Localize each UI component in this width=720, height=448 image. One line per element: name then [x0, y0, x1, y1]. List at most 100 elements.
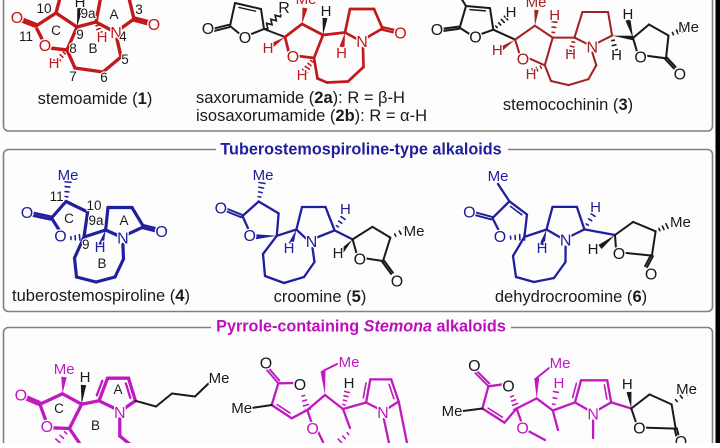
svg-text:H: H [590, 199, 601, 216]
svg-text:O: O [354, 251, 366, 268]
svg-text:C: C [54, 401, 64, 416]
svg-text:H: H [97, 29, 108, 46]
svg-text:O: O [21, 205, 33, 222]
svg-text:dehydrocroomine (6): dehydrocroomine (6) [495, 288, 647, 306]
svg-text:O: O [41, 419, 53, 436]
svg-text:H: H [553, 375, 564, 392]
svg-text:H: H [526, 66, 537, 83]
svg-text:Me: Me [442, 403, 463, 420]
svg-text:Me: Me [676, 381, 697, 398]
svg-text:O: O [468, 358, 480, 375]
svg-text:B: B [88, 41, 97, 56]
svg-text:tuberostemospiroline (4): tuberostemospiroline (4) [12, 287, 190, 305]
svg-text:O: O [463, 205, 475, 222]
svg-text:O: O [202, 21, 214, 38]
svg-text:N: N [356, 34, 368, 51]
svg-text:O: O [215, 201, 227, 218]
svg-text:H: H [297, 67, 308, 84]
svg-text:H: H [284, 240, 295, 257]
svg-text:H: H [49, 55, 60, 72]
svg-text:croomine (5): croomine (5) [274, 288, 367, 306]
svg-text:N: N [117, 231, 129, 248]
svg-text:H: H [321, 3, 332, 20]
svg-text:H: H [622, 376, 633, 393]
svg-text:O: O [11, 10, 23, 27]
svg-text:O: O [431, 22, 443, 39]
svg-text:O: O [155, 224, 167, 241]
svg-text:9a: 9a [80, 6, 96, 21]
svg-text:N: N [306, 234, 318, 251]
svg-text:O: O [39, 38, 51, 55]
svg-text:11: 11 [50, 189, 64, 204]
svg-text:Me: Me [209, 370, 230, 387]
svg-text:A: A [119, 213, 128, 228]
svg-text:6: 6 [100, 70, 108, 85]
svg-text:O: O [239, 30, 251, 47]
svg-text:O: O [15, 388, 27, 405]
svg-text:3: 3 [135, 2, 143, 17]
svg-text:Me: Me [526, 0, 547, 11]
svg-text:Me: Me [296, 0, 317, 8]
svg-text:O: O [294, 377, 306, 394]
svg-text:H: H [588, 241, 599, 258]
svg-text:H: H [333, 245, 344, 262]
svg-text:O: O [306, 421, 318, 438]
svg-text:H: H [340, 201, 351, 218]
svg-text:C: C [51, 23, 61, 38]
svg-text:A: A [109, 7, 118, 22]
svg-text:H: H [537, 240, 548, 257]
svg-text:O: O [54, 229, 66, 246]
svg-text:H: H [95, 239, 106, 256]
svg-text:O: O [613, 246, 625, 263]
svg-text:O: O [494, 229, 506, 246]
svg-text:N: N [587, 407, 599, 424]
svg-text:stemocochinin (3): stemocochinin (3) [503, 96, 633, 114]
svg-text:4: 4 [119, 29, 127, 44]
svg-text:O: O [674, 67, 686, 84]
svg-text:O: O [391, 273, 403, 290]
svg-text:Me: Me [54, 361, 75, 378]
svg-text:Me: Me [58, 167, 79, 184]
svg-text:Me: Me [231, 400, 252, 417]
svg-text:8: 8 [69, 41, 77, 56]
svg-text:O: O [287, 49, 299, 66]
svg-text:O: O [645, 267, 657, 284]
svg-text:N: N [560, 233, 572, 250]
svg-text:9: 9 [76, 27, 84, 42]
svg-text:N: N [377, 405, 389, 422]
svg-text:H: H [80, 369, 91, 386]
svg-text:9: 9 [82, 237, 90, 252]
svg-text:saxorumamide (2a): R = β-H: saxorumamide (2a): R = β-H [196, 89, 405, 107]
svg-text:Me: Me [678, 19, 699, 36]
svg-text:10: 10 [36, 1, 51, 16]
svg-text:H: H [492, 42, 503, 59]
svg-text:Pyrrole-containing Stemona alk: Pyrrole-containing Stemona alkaloids [216, 318, 506, 336]
svg-text:H: H [336, 45, 347, 62]
svg-text:5: 5 [121, 52, 129, 67]
svg-text:O: O [634, 50, 646, 67]
svg-text:Tuberostemospiroline-type alka: Tuberostemospiroline-type alkaloids [220, 141, 501, 159]
svg-text:N: N [114, 405, 126, 422]
svg-text:N: N [587, 40, 599, 57]
svg-text:O: O [148, 17, 160, 34]
svg-text:Me: Me [488, 168, 509, 185]
svg-text:O: O [516, 421, 528, 438]
svg-text:9a: 9a [88, 213, 104, 228]
svg-text:O: O [243, 228, 255, 245]
svg-text:O: O [633, 421, 645, 438]
svg-text:Me: Me [339, 354, 360, 371]
svg-text:H: H [549, 7, 560, 24]
svg-text:H: H [263, 40, 274, 57]
svg-text:H: H [565, 46, 576, 63]
svg-text:11: 11 [19, 29, 33, 44]
svg-text:O: O [394, 26, 406, 43]
svg-text:Me: Me [550, 355, 571, 372]
svg-text:stemoamide (1): stemoamide (1) [38, 90, 153, 108]
svg-text:H: H [622, 6, 633, 23]
svg-text:isosaxorumamide (2b): R = α-H: isosaxorumamide (2b): R = α-H [196, 107, 427, 125]
svg-text:H: H [611, 47, 622, 64]
svg-text:O: O [260, 355, 272, 372]
svg-text:O: O [502, 378, 514, 395]
svg-text:C: C [64, 211, 74, 226]
svg-text:R: R [278, 0, 290, 17]
